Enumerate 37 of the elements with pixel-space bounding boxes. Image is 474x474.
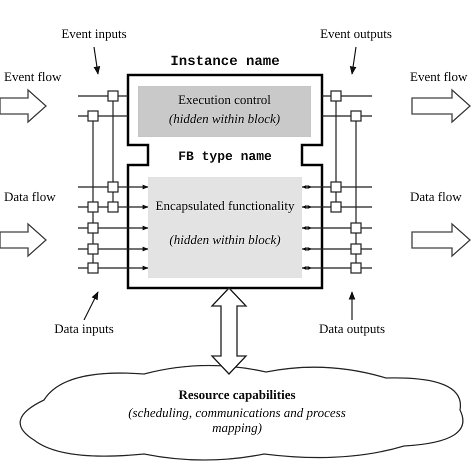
signal-line (302, 247, 372, 251)
signal-line (78, 266, 149, 270)
leader-line (350, 46, 357, 75)
inner-box (148, 177, 302, 278)
signal-line (322, 95, 372, 97)
signal-line (78, 184, 149, 190)
signal-line (322, 115, 372, 117)
box-title: Encapsulated functionality (154, 199, 296, 214)
flow-label: Event flow (4, 70, 62, 85)
flow-label: Data flow (410, 190, 463, 205)
inner-box (138, 86, 311, 137)
cloud-title: Resource capabilities (177, 388, 297, 403)
signal-line (78, 204, 149, 210)
port-label: Data outputs (318, 322, 386, 337)
port-label: Event outputs (319, 27, 393, 42)
double-arrow (210, 287, 248, 375)
box-note: (hidden within block) (168, 233, 282, 248)
type-name: FB type name (177, 149, 273, 164)
signal-line (302, 266, 372, 270)
cloud-note: (scheduling, communications and process mapping) (127, 406, 347, 436)
instance-name: Instance name (169, 54, 281, 70)
leader-line (83, 291, 99, 320)
signal-line (78, 226, 149, 230)
signal-line (302, 205, 372, 209)
signal-line (302, 226, 372, 230)
box-title: Execution control (177, 93, 272, 108)
signal-line (78, 115, 128, 117)
port-label: Event inputs (60, 27, 128, 42)
signal-line (78, 95, 128, 97)
flow-label: Data flow (4, 190, 57, 205)
leader-line (93, 46, 100, 75)
flow-label: Event flow (410, 70, 468, 85)
leader-line (348, 291, 356, 320)
port-label: Data inputs (53, 322, 115, 337)
box-note: (hidden within block) (168, 112, 282, 127)
signal-line (78, 246, 149, 252)
signal-line (302, 185, 372, 189)
